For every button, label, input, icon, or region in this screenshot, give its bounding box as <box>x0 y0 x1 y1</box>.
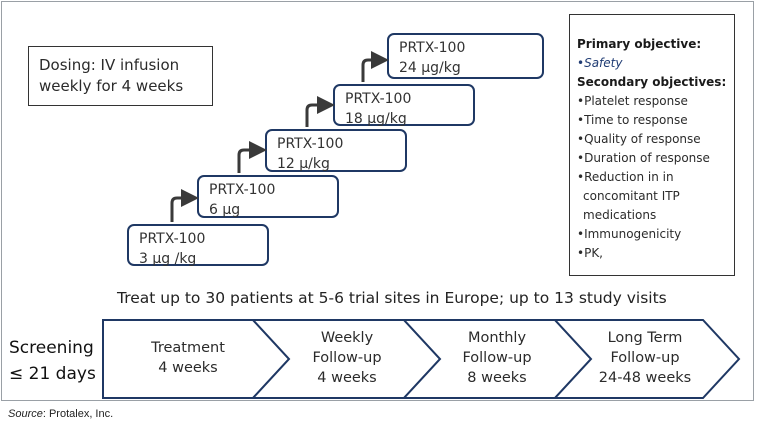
dose-step-drug: PRTX-100 <box>399 40 466 56</box>
trial-summary: Treat up to 30 patients at 5-6 trial sit… <box>117 289 667 307</box>
secondary-objective-item: Platelet response <box>577 92 734 111</box>
dose-step-dose: 6 µg <box>209 202 241 218</box>
phase-line: 24-48 weeks <box>598 370 692 386</box>
dosing-line-2: weekly for 4 weeks <box>39 77 184 95</box>
dose-step-4: PRTX-100 18 µg/kg <box>333 84 475 127</box>
secondary-objectives-list: Platelet response Time to response Quali… <box>577 92 734 263</box>
dose-step-1: PRTX-100 3 µg /kg <box>127 224 269 267</box>
source-note: Source: Protalex, Inc. <box>8 408 113 420</box>
objectives-box: Primary objective: Safety Secondary obje… <box>569 14 735 276</box>
dose-step-drug: PRTX-100 <box>345 91 412 107</box>
phase-line: Follow-up <box>462 350 532 366</box>
dose-step-5: PRTX-100 24 µg/kg <box>387 33 544 79</box>
screening-line-1: Screening <box>9 338 94 358</box>
phase-line: Monthly <box>467 330 527 346</box>
secondary-objective-item: Immunogenicity <box>577 225 734 244</box>
primary-objective-title: Primary objective: <box>577 37 702 51</box>
phase-line: Treatment <box>151 340 225 356</box>
dose-step-drug: PRTX-100 <box>209 182 276 198</box>
screening-label: Screening ≤ 21 days <box>9 335 101 387</box>
phase-line: 8 weeks <box>467 370 527 386</box>
phase-line: Weekly <box>320 330 374 346</box>
dose-step-dose: 12 µ/kg <box>277 156 330 172</box>
secondary-objective-continuation: medications <box>583 208 657 222</box>
secondary-objectives-title: Secondary objectives: <box>577 75 727 89</box>
dosing-box: Dosing: IV infusion weekly for 4 weeks <box>28 46 213 106</box>
timeline-chevrons <box>102 319 741 399</box>
secondary-objective-item: PK, <box>577 244 734 263</box>
secondary-objective-item: Reduction in in <box>577 168 734 187</box>
dose-step-dose: 24 µg/kg <box>399 60 461 76</box>
dose-step-drug: PRTX-100 <box>139 231 206 247</box>
source-label: Source <box>8 408 43 420</box>
phase-line: 4 weeks <box>317 370 377 386</box>
slide-frame <box>1 1 754 401</box>
phase-line: Long Term <box>607 330 683 346</box>
screening-line-2: ≤ 21 days <box>9 364 96 384</box>
source-text: : Protalex, Inc. <box>42 408 114 420</box>
dosing-line-1: Dosing: IV infusion <box>39 56 180 74</box>
secondary-objective-item: Duration of response <box>577 149 734 168</box>
dose-step-drug: PRTX-100 <box>277 136 344 152</box>
primary-objective-item: Safety <box>577 54 734 73</box>
dose-step-3: PRTX-100 12 µ/kg <box>265 129 407 172</box>
phase-treatment: Treatment 4 weeks <box>123 338 253 378</box>
secondary-objective-item: Quality of response <box>577 130 734 149</box>
chevron-long-term <box>552 319 741 399</box>
phase-line: Follow-up <box>610 350 680 366</box>
secondary-objective-continuation: concomitant ITP <box>583 189 680 203</box>
phase-line: Follow-up <box>312 350 382 366</box>
phase-monthly: Monthly Follow-up 8 weeks <box>433 328 561 388</box>
phase-line: 4 weeks <box>158 360 218 376</box>
dose-step-2: PRTX-100 6 µg <box>197 175 339 218</box>
dose-step-dose: 3 µg /kg <box>139 251 197 267</box>
phase-weekly: Weekly Follow-up 4 weeks <box>283 328 411 388</box>
dose-step-dose: 18 µg/kg <box>345 111 407 127</box>
phase-long-term: Long Term Follow-up 24-48 weeks <box>580 328 710 388</box>
secondary-objective-item: Time to response <box>577 111 734 130</box>
